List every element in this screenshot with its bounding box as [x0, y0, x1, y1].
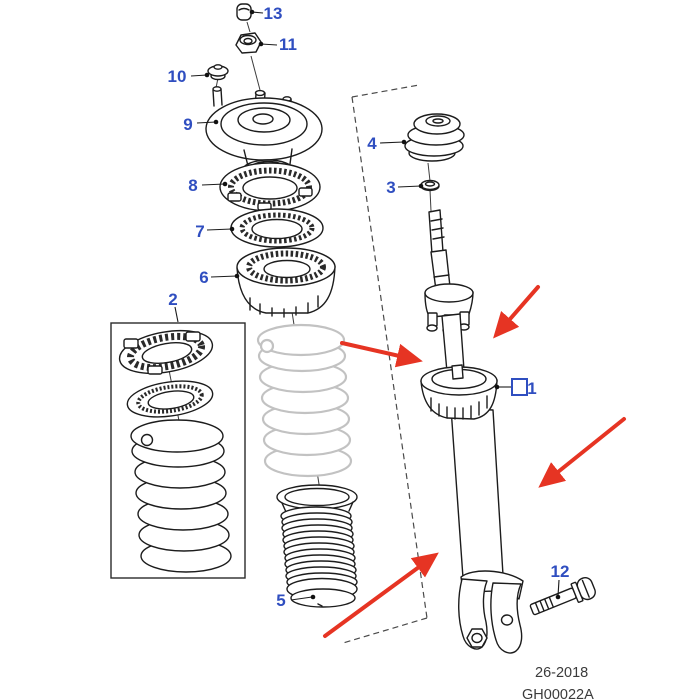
leader-lines [174, 9, 561, 601]
red-arrow-upper-right [493, 285, 540, 339]
callout-2-label[interactable]: 2 [168, 290, 177, 309]
callout-1-label[interactable]: 1 [527, 379, 536, 398]
red-arrow-spring-to-strut [340, 341, 423, 368]
red-arrow-mid-right [538, 417, 626, 488]
callout-3-label[interactable]: 3 [386, 178, 395, 197]
callout-13-label[interactable]: 13 [264, 4, 283, 23]
shock-body [450, 407, 504, 579]
part-6-upper-spring-seat [236, 247, 336, 318]
part-4-bump-stop [404, 113, 465, 162]
footer-date-code: 26-2018 [535, 665, 588, 681]
part-2-spring-isolator-upper [118, 329, 214, 375]
part-7-seat-ring [230, 208, 324, 248]
coil-spring-main [256, 323, 353, 478]
part-2-coil-spring [130, 419, 232, 573]
callout-1-box[interactable] [511, 378, 528, 396]
callout-4-label[interactable]: 4 [367, 134, 377, 153]
part-10-nut [207, 64, 229, 81]
shock-clevis-fork [458, 570, 524, 654]
shock-spring-seat [420, 364, 498, 420]
footer-drawing-code: GH00022A [522, 687, 594, 700]
part-2-spring-isolator-lower [126, 380, 214, 418]
part-8-bearing [219, 162, 321, 212]
callout-5-label[interactable]: 5 [276, 591, 285, 610]
part-12-bolt [529, 576, 596, 616]
callout-12-label[interactable]: 12 [551, 562, 570, 581]
dashed-outline [342, 84, 428, 644]
callout-7-label[interactable]: 7 [195, 222, 204, 241]
callout-10-label[interactable]: 10 [168, 67, 187, 86]
part-11-nut [235, 32, 262, 54]
callout-9-label[interactable]: 9 [183, 115, 192, 134]
part-3-washer [420, 179, 440, 192]
part-1-shock-absorber [420, 209, 524, 654]
part-13-cap [236, 3, 252, 21]
red-arrows [323, 285, 626, 638]
red-arrow-boot-to-strut [323, 552, 439, 638]
callout-6-label[interactable]: 6 [199, 268, 208, 287]
callout-11-label[interactable]: 11 [279, 35, 297, 54]
part-5-dust-boot [276, 484, 358, 608]
callout-8-label[interactable]: 8 [188, 176, 197, 195]
spring-kit-box [110, 322, 246, 579]
callout-labels: 13 11 10 9 8 7 6 2 4 3 5 12 1 [168, 4, 570, 610]
